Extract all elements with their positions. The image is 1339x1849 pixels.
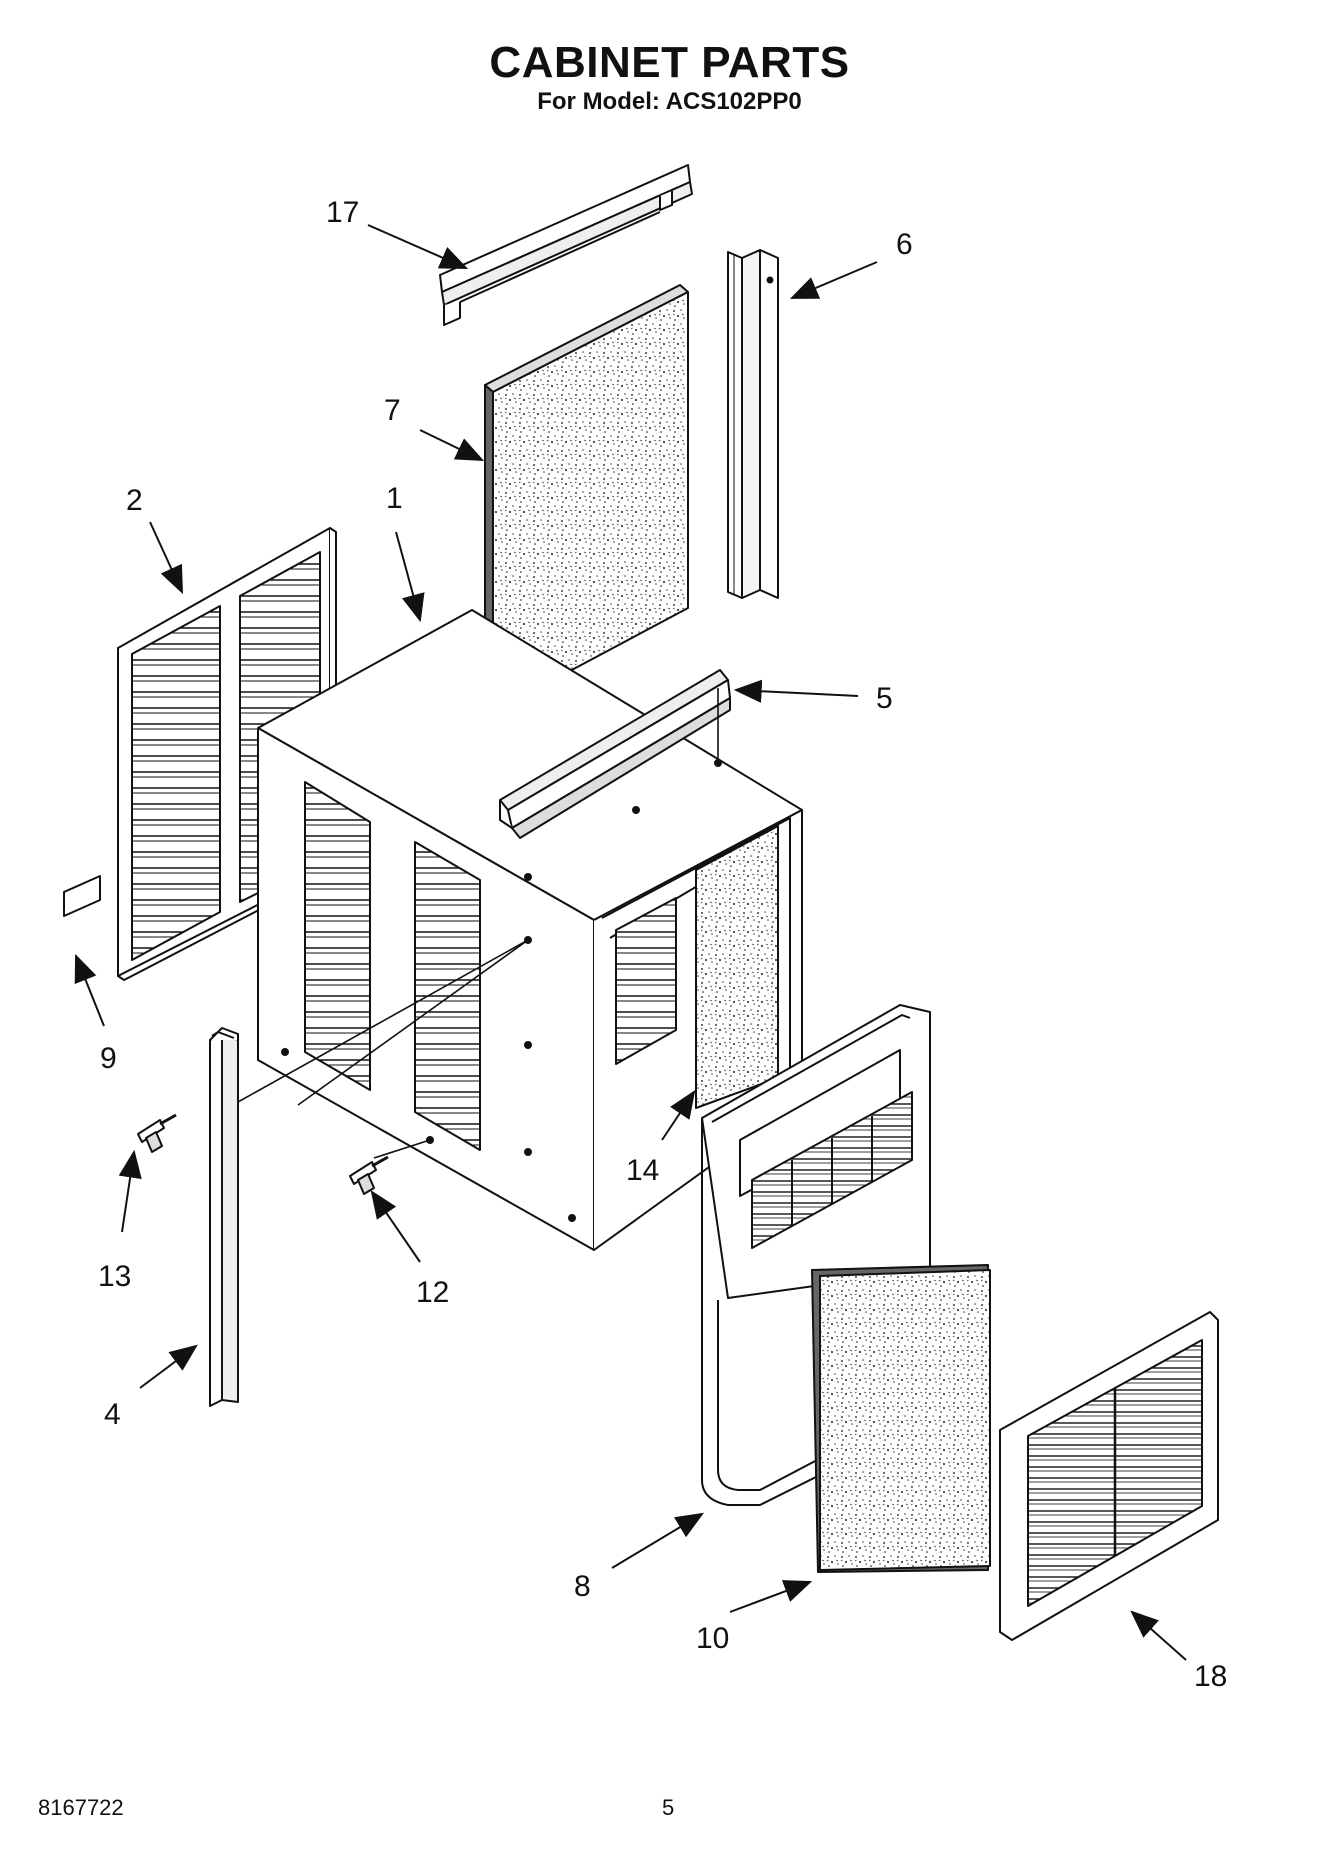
callout-1: 1 <box>386 482 403 515</box>
model-subtitle: For Model: ACS102PP0 <box>537 88 802 115</box>
arrow-7 <box>419 429 485 462</box>
page-title: CABINET PARTS <box>489 38 850 87</box>
leader-13-to-hole <box>297 939 529 1106</box>
callout-8: 8 <box>574 1570 591 1603</box>
document-number: 8167722 <box>38 1795 124 1820</box>
arrow-17 <box>367 224 469 269</box>
callout-6: 6 <box>896 228 913 261</box>
leader-12-to-hole <box>373 1139 431 1159</box>
callout-2: 2 <box>126 484 143 517</box>
part-7-foam-panel <box>484 284 689 713</box>
part-13-screw <box>137 1113 177 1153</box>
callout-14: 14 <box>626 1154 659 1187</box>
part-5-center-rail <box>499 669 731 839</box>
callout-17: 17 <box>326 196 359 229</box>
part-6-side-channel <box>727 249 779 599</box>
callout-12: 12 <box>416 1276 449 1309</box>
callout-18: 18 <box>1194 1660 1227 1693</box>
page-number: 5 <box>662 1795 675 1820</box>
arrow-2 <box>149 521 183 595</box>
arrow-6 <box>789 261 878 299</box>
arrow-5 <box>733 679 859 703</box>
part-18-front-grille <box>999 1311 1219 1641</box>
arrow-9 <box>74 953 105 1027</box>
part-1-cabinet <box>257 609 803 1251</box>
arrow-8 <box>611 1512 705 1569</box>
part-8-front-frame <box>701 1004 931 1506</box>
arrow-10 <box>729 1580 813 1613</box>
callout-9: 9 <box>100 1042 117 1075</box>
leader-4-to-hole <box>237 939 529 1103</box>
arrow-1 <box>395 531 425 623</box>
part-17-top-rail <box>439 164 693 326</box>
callout-4: 4 <box>104 1398 121 1431</box>
arrow-4 <box>139 1344 198 1389</box>
part-12-screw <box>349 1155 389 1195</box>
arrow-18 <box>1130 1610 1187 1661</box>
callout-10: 10 <box>696 1622 729 1655</box>
arrow-12 <box>370 1190 421 1263</box>
part-4-corner-post <box>209 1027 239 1407</box>
part-10-filter <box>811 1264 991 1573</box>
callout-5: 5 <box>876 682 893 715</box>
callout-7: 7 <box>384 394 401 427</box>
callout-13: 13 <box>98 1260 131 1293</box>
arrow-14 <box>661 1090 696 1141</box>
arrow-13 <box>118 1149 142 1233</box>
part-9-label <box>63 875 101 917</box>
